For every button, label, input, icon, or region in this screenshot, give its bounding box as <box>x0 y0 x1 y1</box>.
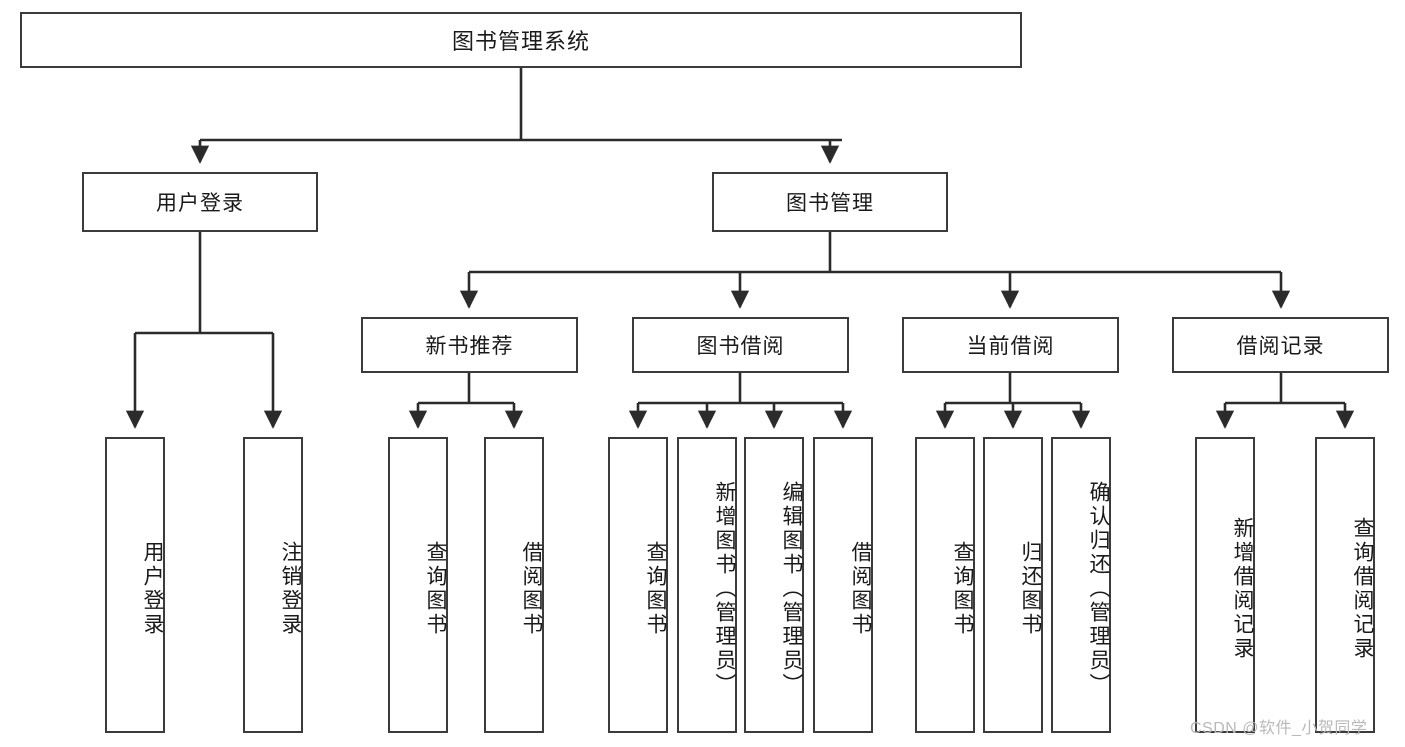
node-leaf-query-record[interactable]: 查询借阅记录 <box>1315 437 1375 733</box>
node-leaf-query-book-3[interactable]: 查询图书 <box>915 437 975 733</box>
node-new-book-recommend[interactable]: 新书推荐 <box>361 317 578 373</box>
node-leaf-add-record[interactable]: 新增借阅记录 <box>1195 437 1255 733</box>
node-book-borrow[interactable]: 图书借阅 <box>632 317 849 373</box>
node-leaf-edit-book[interactable]: 编辑图书（管理员） <box>744 437 804 733</box>
node-borrow-record[interactable]: 借阅记录 <box>1172 317 1389 373</box>
watermark: CSDN @软件_小贺同学 <box>1190 720 1368 737</box>
node-leaf-borrow-book-1[interactable]: 借阅图书 <box>484 437 544 733</box>
node-leaf-query-book-1[interactable]: 查询图书 <box>388 437 448 733</box>
node-user-login[interactable]: 用户登录 <box>82 172 318 232</box>
node-leaf-confirm-return[interactable]: 确认归还（管理员） <box>1051 437 1111 733</box>
node-book-management[interactable]: 图书管理 <box>712 172 948 232</box>
node-leaf-return-book[interactable]: 归还图书 <box>983 437 1043 733</box>
node-leaf-user-login[interactable]: 用户登录 <box>105 437 165 733</box>
node-root[interactable]: 图书管理系统 <box>20 12 1022 68</box>
node-leaf-borrow-book-2[interactable]: 借阅图书 <box>813 437 873 733</box>
node-current-borrow[interactable]: 当前借阅 <box>902 317 1119 373</box>
node-leaf-logout-login[interactable]: 注销登录 <box>243 437 303 733</box>
node-leaf-query-book-2[interactable]: 查询图书 <box>608 437 668 733</box>
node-leaf-add-book[interactable]: 新增图书（管理员） <box>677 437 737 733</box>
